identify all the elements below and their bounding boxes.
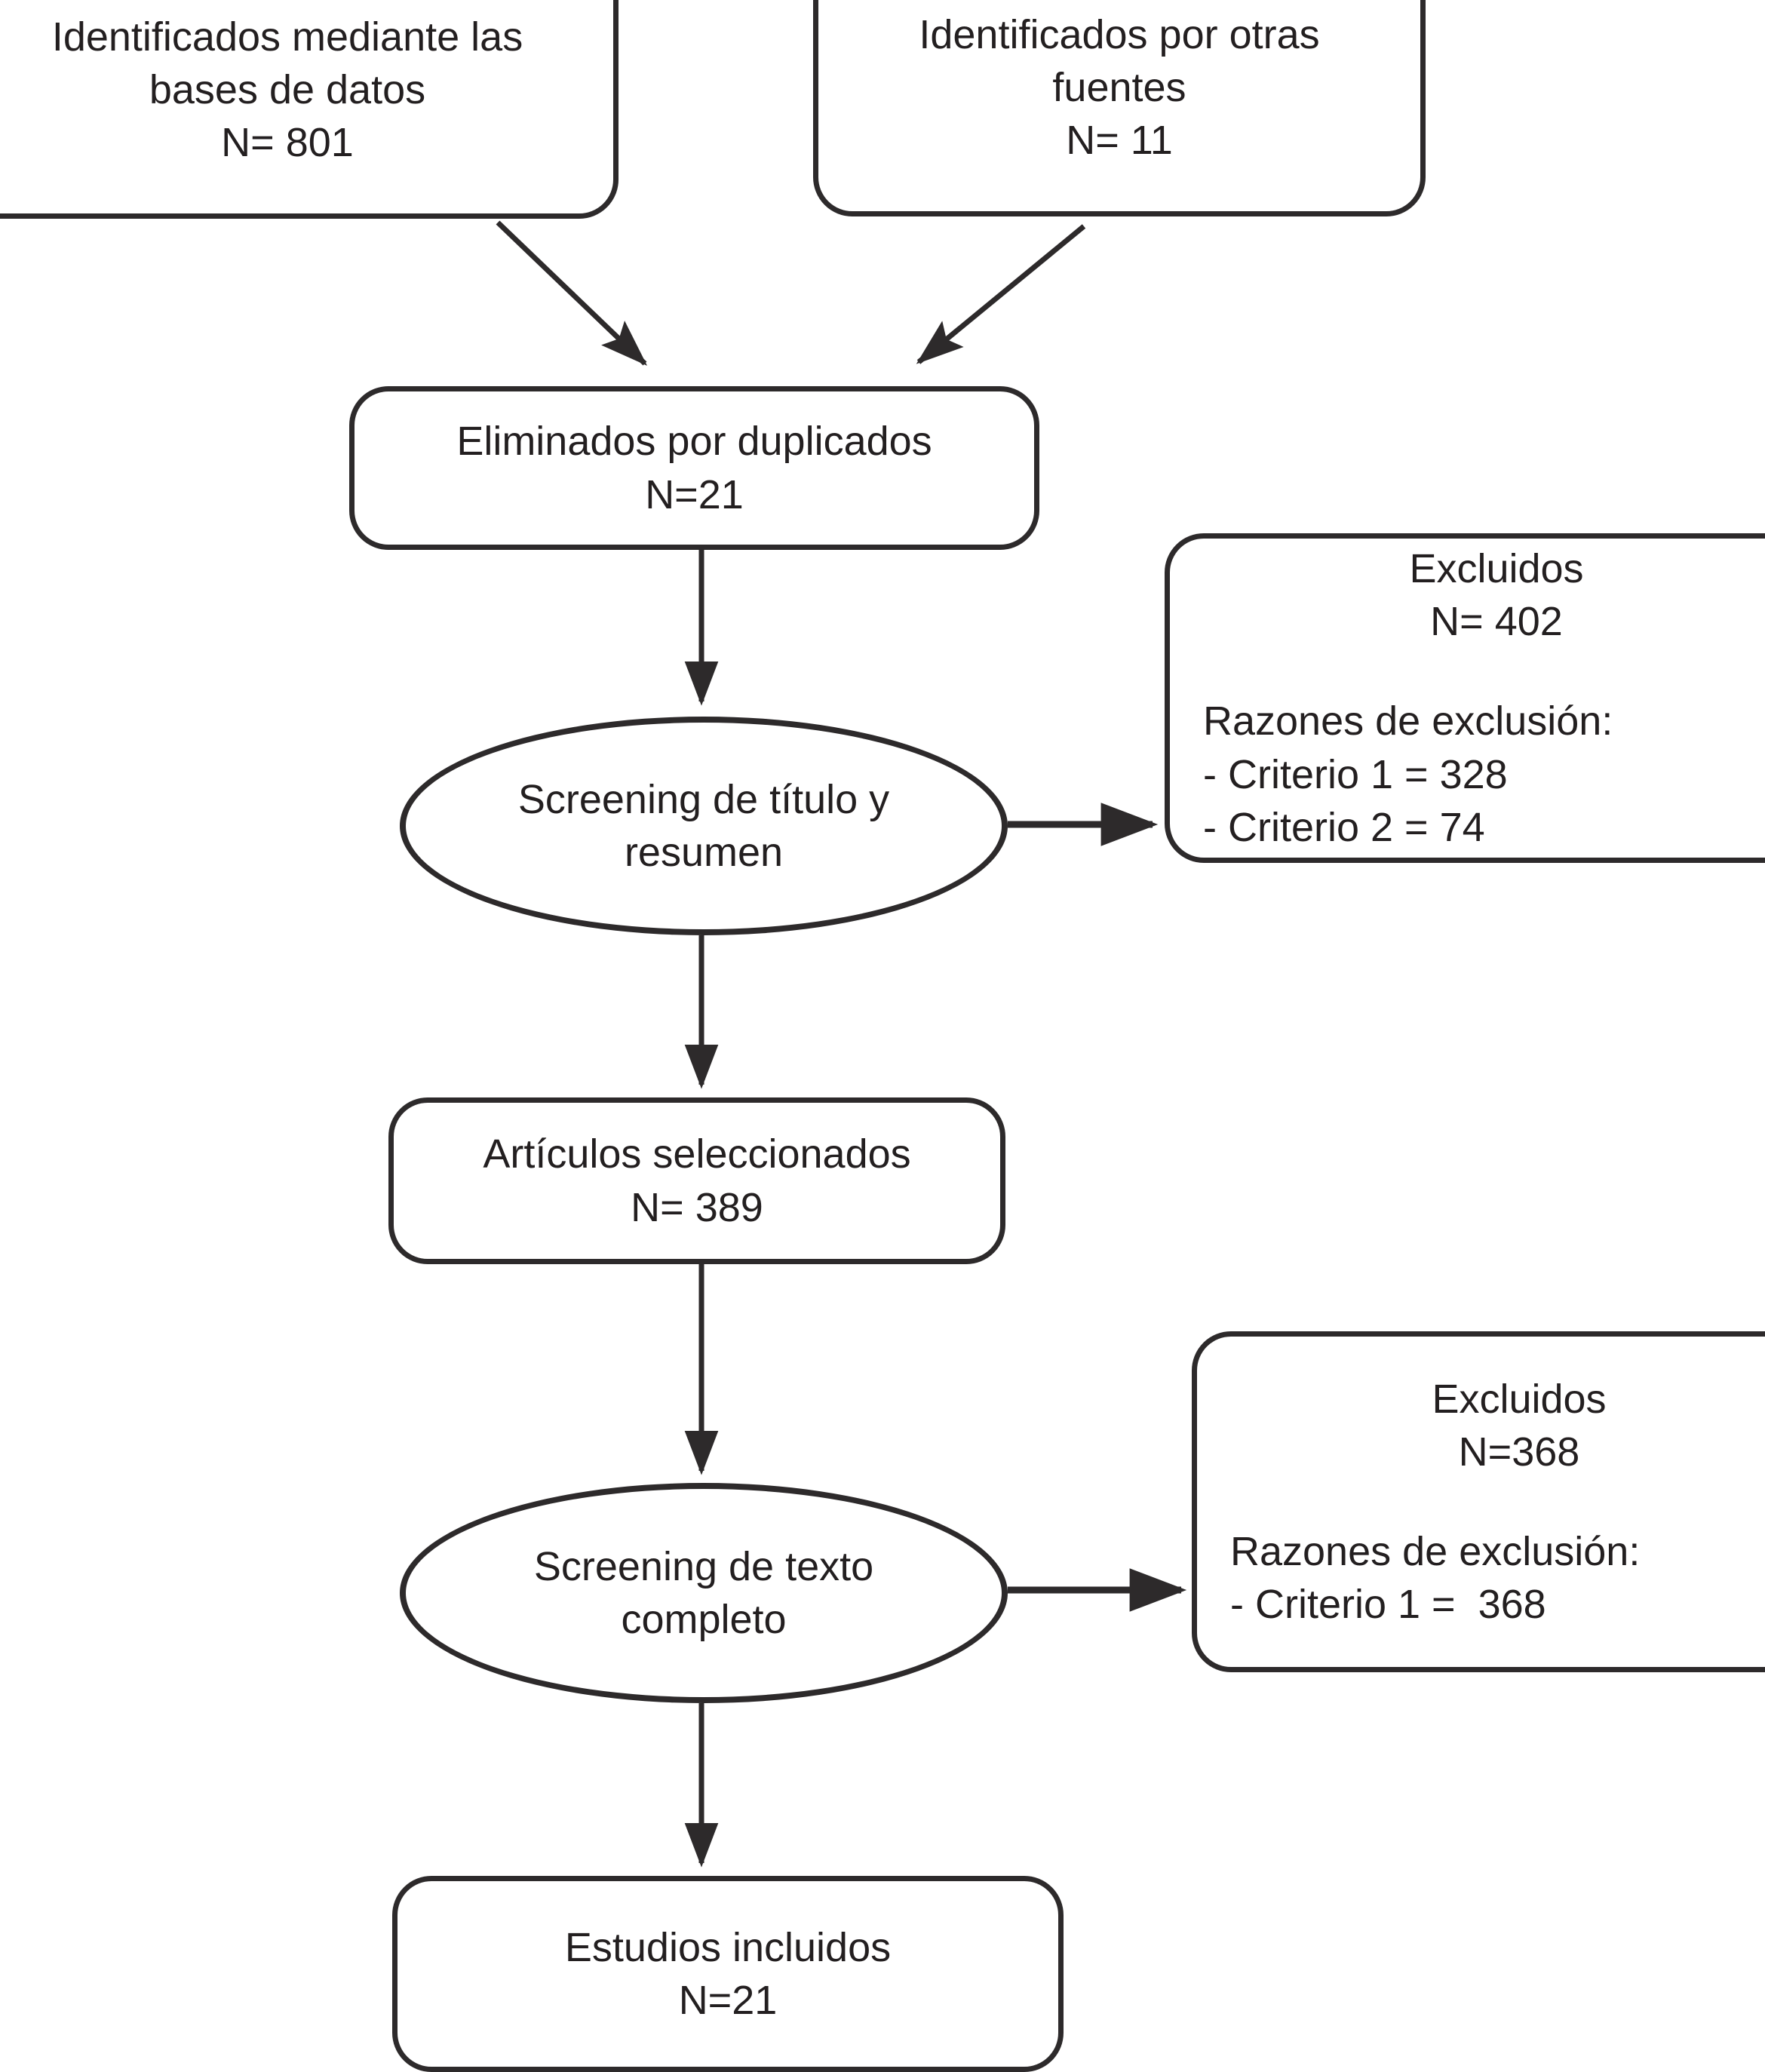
identified-databases-count: N= 801 [221, 120, 354, 166]
excluded-screening-label: Excluidos [1409, 546, 1584, 592]
identified-other-line1: Identificados por otras [919, 11, 1320, 57]
node-screening-title-abstract[interactable]: Screening de título y resumen [400, 717, 1008, 935]
identified-other-line2: fuentes [1052, 64, 1186, 110]
edge-other-to-duplicates [916, 224, 1086, 364]
excluded-screening-summary: Excluidos N= 402 [1203, 542, 1765, 648]
selected-articles-label: Artículos seleccionados [483, 1131, 911, 1177]
node-identified-other-sources[interactable]: Identificados por otras fuentes N= 11 [813, 0, 1426, 216]
node-included-studies[interactable]: Estudios incluidos N=21 [392, 1876, 1064, 2072]
included-studies-label: Estudios incluidos [564, 1924, 892, 1970]
screening-title-abstract-line2: resumen [624, 830, 784, 875]
excluded-fulltext-reasons: Razones de exclusión: - Criterio 1 = 368 [1230, 1525, 1765, 1631]
excluded-fulltext-reason-1: - Criterio 1 = 368 [1230, 1582, 1546, 1628]
identified-databases-line2: bases de datos [149, 66, 426, 112]
excluded-fulltext-label: Excluidos [1432, 1376, 1607, 1422]
included-studies-count: N=21 [678, 1978, 778, 2023]
excluded-fulltext-spacer [1230, 1478, 1765, 1525]
connector-layer [496, 220, 1187, 1868]
excluded-screening-spacer [1203, 648, 1765, 695]
node-identified-databases[interactable]: Identificados mediante las bases de dato… [0, 0, 619, 219]
identified-other-count: N= 11 [1066, 118, 1173, 164]
excluded-screening-reasons-header: Razones de exclusión: [1203, 698, 1613, 744]
excluded-screening-reason-2: - Criterio 2 = 74 [1203, 804, 1485, 850]
screening-full-text-line2: completo [621, 1597, 787, 1642]
duplicates-removed-count: N=21 [645, 471, 744, 517]
duplicates-removed-label: Eliminados por duplicados [456, 419, 932, 465]
node-selected-articles[interactable]: Artículos seleccionados N= 389 [388, 1097, 1005, 1264]
screening-full-text-line1: Screening de texto [533, 1543, 874, 1589]
selected-articles-count: N= 389 [631, 1184, 763, 1230]
excluded-screening-reasons: Razones de exclusión: - Criterio 1 = 328… [1203, 695, 1765, 854]
excluded-screening-reason-1: - Criterio 1 = 328 [1203, 751, 1508, 797]
edge-databases-to-duplicates [496, 220, 648, 366]
excluded-fulltext-summary: Excluidos N=368 [1230, 1373, 1765, 1478]
node-excluded-fulltext[interactable]: Excluidos N=368 Razones de exclusión: - … [1192, 1331, 1765, 1672]
screening-title-abstract-line1: Screening de título y [517, 776, 890, 822]
node-duplicates-removed[interactable]: Eliminados por duplicados N=21 [349, 386, 1039, 550]
excluded-screening-count: N= 402 [1430, 599, 1563, 645]
identified-databases-line1: Identificados mediante las [51, 14, 523, 60]
node-excluded-screening[interactable]: Excluidos N= 402 Razones de exclusión: -… [1165, 533, 1765, 863]
excluded-fulltext-reasons-header: Razones de exclusión: [1230, 1529, 1641, 1574]
excluded-fulltext-count: N=368 [1458, 1429, 1580, 1475]
node-screening-full-text[interactable]: Screening de texto completo [400, 1483, 1008, 1703]
